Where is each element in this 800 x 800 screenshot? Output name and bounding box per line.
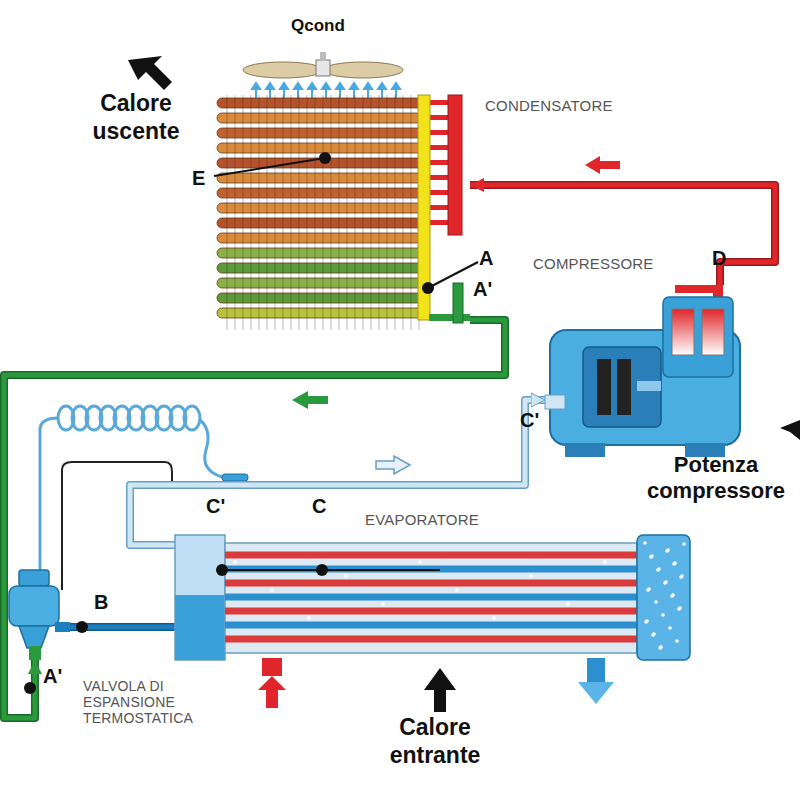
callout-letter: A' — [43, 664, 73, 688]
callout-letter: A — [479, 246, 509, 270]
flow-arrow — [376, 456, 410, 474]
pipe-core — [130, 400, 545, 545]
equalizer-line — [62, 462, 172, 590]
component-label: EVAPORATORE — [365, 511, 565, 528]
callout-letter: C' — [520, 408, 550, 432]
evaporator-shell — [175, 535, 690, 660]
expansion-valve: VALVOLA DI ESPANSIONE TERMOSTATICA — [5, 570, 70, 660]
pipe-outline — [470, 185, 775, 285]
component-label: CONDENSATORE — [485, 97, 685, 114]
callout-dot — [76, 621, 88, 633]
callout-letter: C' — [206, 494, 236, 518]
component-label: COMPRESSORE — [533, 255, 723, 272]
heat-symbol: Qcond — [291, 16, 371, 36]
pipe-core — [70, 625, 175, 630]
callout-letter: A' — [473, 277, 503, 301]
power-arrow — [780, 420, 800, 440]
heat-in-arrow — [424, 668, 456, 712]
condenser-fan — [243, 52, 403, 78]
discharge-pipe — [470, 185, 775, 285]
water-inlet — [258, 658, 286, 708]
callout-letter: C — [312, 494, 342, 518]
water-outlet — [578, 658, 614, 704]
compressor-body — [545, 285, 745, 460]
component-label: VALVOLA DI ESPANSIONE TERMOSTATICA — [83, 678, 213, 726]
pipe-outline — [130, 400, 545, 545]
pipe-core — [470, 185, 775, 285]
callout-letter: D — [712, 246, 742, 270]
heat-out-arrow — [128, 56, 172, 90]
suction-pipe — [130, 400, 545, 545]
thermal-bulb — [222, 474, 248, 481]
heat-label: Calore uscente — [66, 90, 206, 145]
air-flow-arrows — [252, 83, 400, 100]
condenser: CONDENSATORE — [215, 95, 470, 330]
flow-arrow — [585, 156, 620, 174]
callout-letter: E — [192, 166, 222, 190]
power-label: Potenza compressore — [632, 452, 800, 505]
evaporator: EVAPORATORE — [175, 535, 690, 660]
expansion-pipe — [70, 627, 175, 628]
callout-dot — [24, 682, 36, 694]
flow-arrow — [292, 391, 328, 409]
callout-letter: B — [94, 590, 124, 614]
condenser-coil — [215, 95, 470, 330]
pipe-outline — [70, 623, 175, 631]
compressor: COMPRESSORE — [545, 285, 745, 460]
heat-label: Calore entrante — [360, 714, 510, 769]
expansion-valve — [5, 570, 70, 660]
